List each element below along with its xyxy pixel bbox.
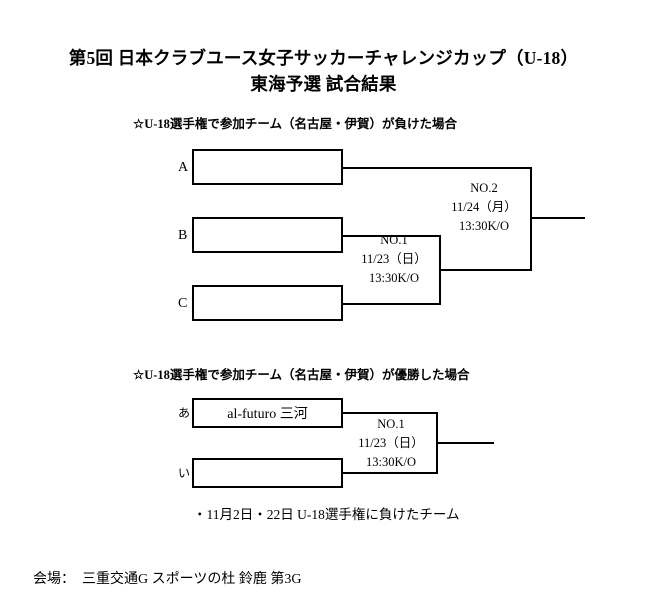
seed-label-a: A bbox=[178, 160, 189, 175]
match-kickoff: 13:30K/O bbox=[366, 455, 416, 469]
seed-label-i-hiragana: い bbox=[178, 466, 191, 480]
connector-no2-output bbox=[530, 217, 585, 219]
match-kickoff: 13:30K/O bbox=[459, 219, 509, 233]
section-1-heading: ☆U-18選手権で参加チーム（名古屋・伊賀）が負けた場合 bbox=[133, 117, 458, 131]
seed-label-c: C bbox=[178, 296, 188, 311]
team-box-a-hiragana[interactable]: al-futuro 三河 bbox=[192, 398, 343, 428]
match-no: NO.1 bbox=[380, 233, 408, 247]
venue-line: 会場： 三重交通G スポーツの杜 鈴鹿 第3G bbox=[33, 572, 302, 587]
team-box-a[interactable] bbox=[192, 149, 343, 185]
team-box-c[interactable] bbox=[192, 285, 343, 321]
match-info-no1-section1: NO.1 11/23（日） 13:30K/O bbox=[348, 231, 440, 288]
match-no: NO.2 bbox=[470, 181, 498, 195]
match-info-no2-section1: NO.2 11/24（月） 13:30K/O bbox=[438, 179, 530, 236]
connector-a-hiragana-horizontal bbox=[343, 412, 438, 414]
connector-no1-output bbox=[439, 269, 532, 271]
match-date: 11/23（日） bbox=[361, 252, 427, 266]
match-no: NO.1 bbox=[377, 417, 405, 431]
match-date: 11/24（月） bbox=[451, 200, 517, 214]
section-2-heading: ☆U-18選手権で参加チーム（名古屋・伊賀）が優勝した場合 bbox=[133, 368, 470, 382]
team-box-i-hiragana[interactable] bbox=[192, 458, 343, 488]
seed-label-b: B bbox=[178, 228, 188, 243]
connector-section2-no1-output bbox=[436, 442, 494, 444]
seed-label-a-hiragana: あ bbox=[178, 406, 191, 420]
match-kickoff: 13:30K/O bbox=[369, 271, 419, 285]
page-title-line-2: 東海予選 試合結果 bbox=[250, 74, 397, 94]
team-box-b[interactable] bbox=[192, 217, 343, 253]
section-2-note: ・11月2日・22日 U-18選手権に負けたチーム bbox=[193, 507, 460, 522]
match-date: 11/23（日） bbox=[358, 436, 424, 450]
connector-b-horizontal bbox=[343, 235, 441, 237]
page-title-line-1: 第5回 日本クラブユース女子サッカーチャレンジカップ（U-18） bbox=[68, 48, 579, 68]
connector-a-horizontal bbox=[343, 167, 532, 169]
match-info-no1-section2: NO.1 11/23（日） 13:30K/O bbox=[345, 415, 437, 472]
connector-c-horizontal bbox=[343, 303, 441, 305]
connector-i-hiragana-horizontal bbox=[343, 472, 438, 474]
